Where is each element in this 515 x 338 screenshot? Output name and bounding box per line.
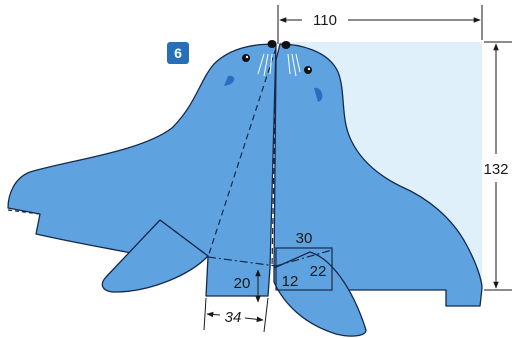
right-seal-face <box>281 41 323 102</box>
step-badge: 6 <box>167 42 189 64</box>
dimension-bottom-label: 34 <box>225 309 242 326</box>
dimension-height: 132 <box>483 41 512 291</box>
left-seal-eye <box>242 54 250 62</box>
right-seal-eye <box>304 66 312 74</box>
dimension-top-label: 110 <box>313 12 337 29</box>
dimension-flap-bottom: 12 <box>282 273 299 290</box>
dimension-flap-top: 30 <box>296 230 313 247</box>
fold-lines <box>7 47 333 269</box>
dimension-bottom: 34 <box>203 297 269 333</box>
left-seal-flipper <box>101 219 209 293</box>
flap-rectangle <box>275 247 333 291</box>
right-seal-ear <box>314 87 323 102</box>
dimension-left-height-label: 20 <box>234 275 251 292</box>
left-seal-nose <box>267 40 277 48</box>
left-seal-ear <box>224 75 235 86</box>
right-seal-flipper <box>273 251 367 337</box>
left-seal-face <box>224 40 277 86</box>
right-seal-nose <box>281 41 291 49</box>
step-number: 6 <box>174 45 182 61</box>
right-seal-body <box>273 43 483 307</box>
dimension-flap-right: 22 <box>310 263 327 280</box>
dimension-left-height: 20 <box>234 269 261 303</box>
right-seal-whiskers <box>287 53 301 77</box>
left-seal-whiskers <box>257 53 273 77</box>
dimension-top: 110 <box>277 5 483 44</box>
dimension-height-label: 132 <box>483 161 508 178</box>
